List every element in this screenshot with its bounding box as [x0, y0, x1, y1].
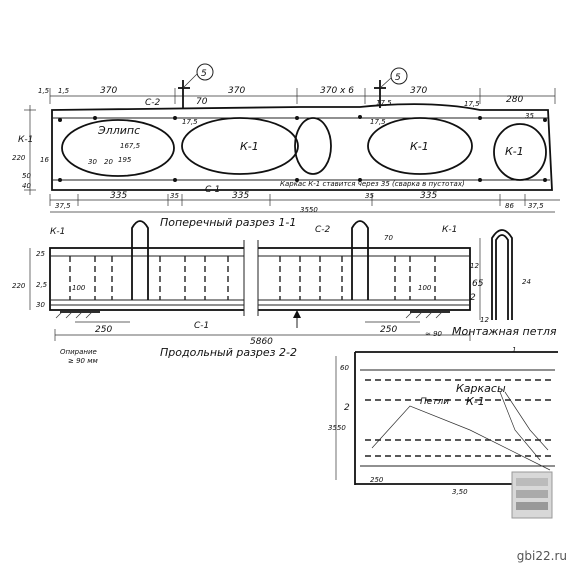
- dim-17-5-d: 17,5: [464, 100, 480, 108]
- label-c2: С-2: [145, 98, 161, 108]
- loop-dim-12: 12: [470, 262, 479, 270]
- dim-25-22: 25: [36, 250, 45, 258]
- label-k1-left-22: К-1: [50, 227, 65, 237]
- dim-37-5-right: 37,5: [528, 202, 544, 210]
- dim-370-c: 370: [410, 86, 427, 96]
- plan-dim-2: 2: [344, 403, 350, 413]
- dim-370-b: 370: [228, 86, 245, 96]
- label-k1-mid: К-1: [240, 140, 259, 153]
- dim-167-5: 167,5: [120, 142, 141, 150]
- dim-250-right: 250: [380, 325, 397, 335]
- dim-17-5-c: 17,5: [370, 118, 386, 126]
- longitudinal-section-2-2: К-1 С-2 70 К-1 С-1 220 25 2,5 30 100 100…: [12, 220, 471, 365]
- dim-370-a: 370: [100, 86, 117, 96]
- loop-title: Монтажная петля: [452, 325, 557, 338]
- plan-label-loops: Петли: [420, 397, 449, 407]
- label-k1-left: К-1: [18, 135, 33, 145]
- dim-35-a: 35: [170, 192, 179, 200]
- label-k1-right: К-1: [410, 140, 429, 153]
- dim-90: ≈ 90: [425, 330, 443, 338]
- label-k1-right-22: К-1: [442, 225, 457, 235]
- dim-35-b: 35: [365, 192, 374, 200]
- dim-3550: 3550: [300, 206, 318, 214]
- callout-5-left: 5: [201, 69, 207, 79]
- note-k1-frame: Каркас К-1 ставится через 35 (сварка в п…: [280, 180, 465, 188]
- dim-5860: 5860: [250, 337, 273, 347]
- support-label: Опирание: [60, 348, 97, 356]
- mounting-loop-detail: 12 65 24 12 2 1 Монтажная петля: [452, 229, 557, 354]
- plan-dim-bottom: 3,50: [452, 488, 468, 496]
- dim-100-right: 100: [418, 284, 432, 292]
- plan-label-frames: Каркасы: [456, 382, 506, 395]
- cross-section-1-1: 1,5 1,5 370 370 370 х 6 370 280 5 5 К-1 …: [12, 63, 560, 229]
- dim-250-left: 250: [95, 325, 112, 335]
- dim-40: 40: [22, 182, 31, 190]
- support-value: ≥ 90 мм: [68, 357, 99, 365]
- plan-dim-60: 60: [340, 364, 349, 372]
- dim-2-5-22: 2,5: [36, 281, 48, 289]
- label-c2-22: С-2: [315, 225, 331, 235]
- dim-30: 30: [88, 158, 97, 166]
- callout-5-right: 5: [395, 73, 401, 83]
- dim-20: 20: [104, 158, 113, 166]
- loop-dim-2: 2: [470, 293, 476, 303]
- dim-370x6: 370 х 6: [320, 86, 354, 96]
- plan-dim-250: 250: [370, 476, 384, 484]
- loop-dim-12b: 12: [480, 316, 489, 324]
- title-section-1-1: Поперечный разрез 1-1: [160, 216, 296, 229]
- loop-dim-65: 65: [472, 279, 484, 289]
- label-70-22: 70: [384, 234, 393, 242]
- plan-label-k1: К-1: [466, 395, 485, 408]
- label-c1: С-1: [205, 185, 220, 195]
- dim-86: 86: [505, 202, 514, 210]
- dim-16: 16: [40, 156, 49, 164]
- dim-1-5-left: 1,5: [38, 87, 50, 95]
- title-section-2-2: Продольный разрез 2-2: [160, 346, 297, 359]
- loop-dim-1: 1: [512, 346, 516, 354]
- dim-30-22: 30: [36, 301, 45, 309]
- watermark: gbi22.ru: [516, 549, 567, 563]
- dim-195: 195: [118, 156, 132, 164]
- label-k1-far: К-1: [505, 145, 524, 158]
- dim-220-22: 220: [12, 282, 26, 290]
- dim-17-5-b: 17,5: [376, 99, 392, 107]
- dim-37-5-left: 37,5: [55, 202, 71, 210]
- plan-fragment: 60 3550 2 250 3,50 Петли Каркасы К-1: [328, 351, 558, 519]
- stamp-icon: [511, 471, 553, 519]
- dim-335-c: 335: [420, 191, 437, 201]
- dim-17-5-a: 17,5: [182, 118, 198, 126]
- label-c1-22: С-1: [194, 321, 209, 331]
- dim-35: 35: [525, 112, 534, 120]
- dim-220: 220: [12, 154, 26, 162]
- dim-335-b: 335: [232, 191, 249, 201]
- label-70: 70: [196, 97, 208, 107]
- dim-50: 50: [22, 172, 31, 180]
- dim-1-5: 1,5: [58, 87, 70, 95]
- label-ellipse: Эллипс: [97, 124, 140, 137]
- dim-280: 280: [506, 95, 523, 105]
- plan-dim-3550: 3550: [328, 424, 346, 432]
- dim-100-left: 100: [72, 284, 86, 292]
- loop-dim-24: 24: [522, 278, 531, 286]
- dim-335-a: 335: [110, 191, 127, 201]
